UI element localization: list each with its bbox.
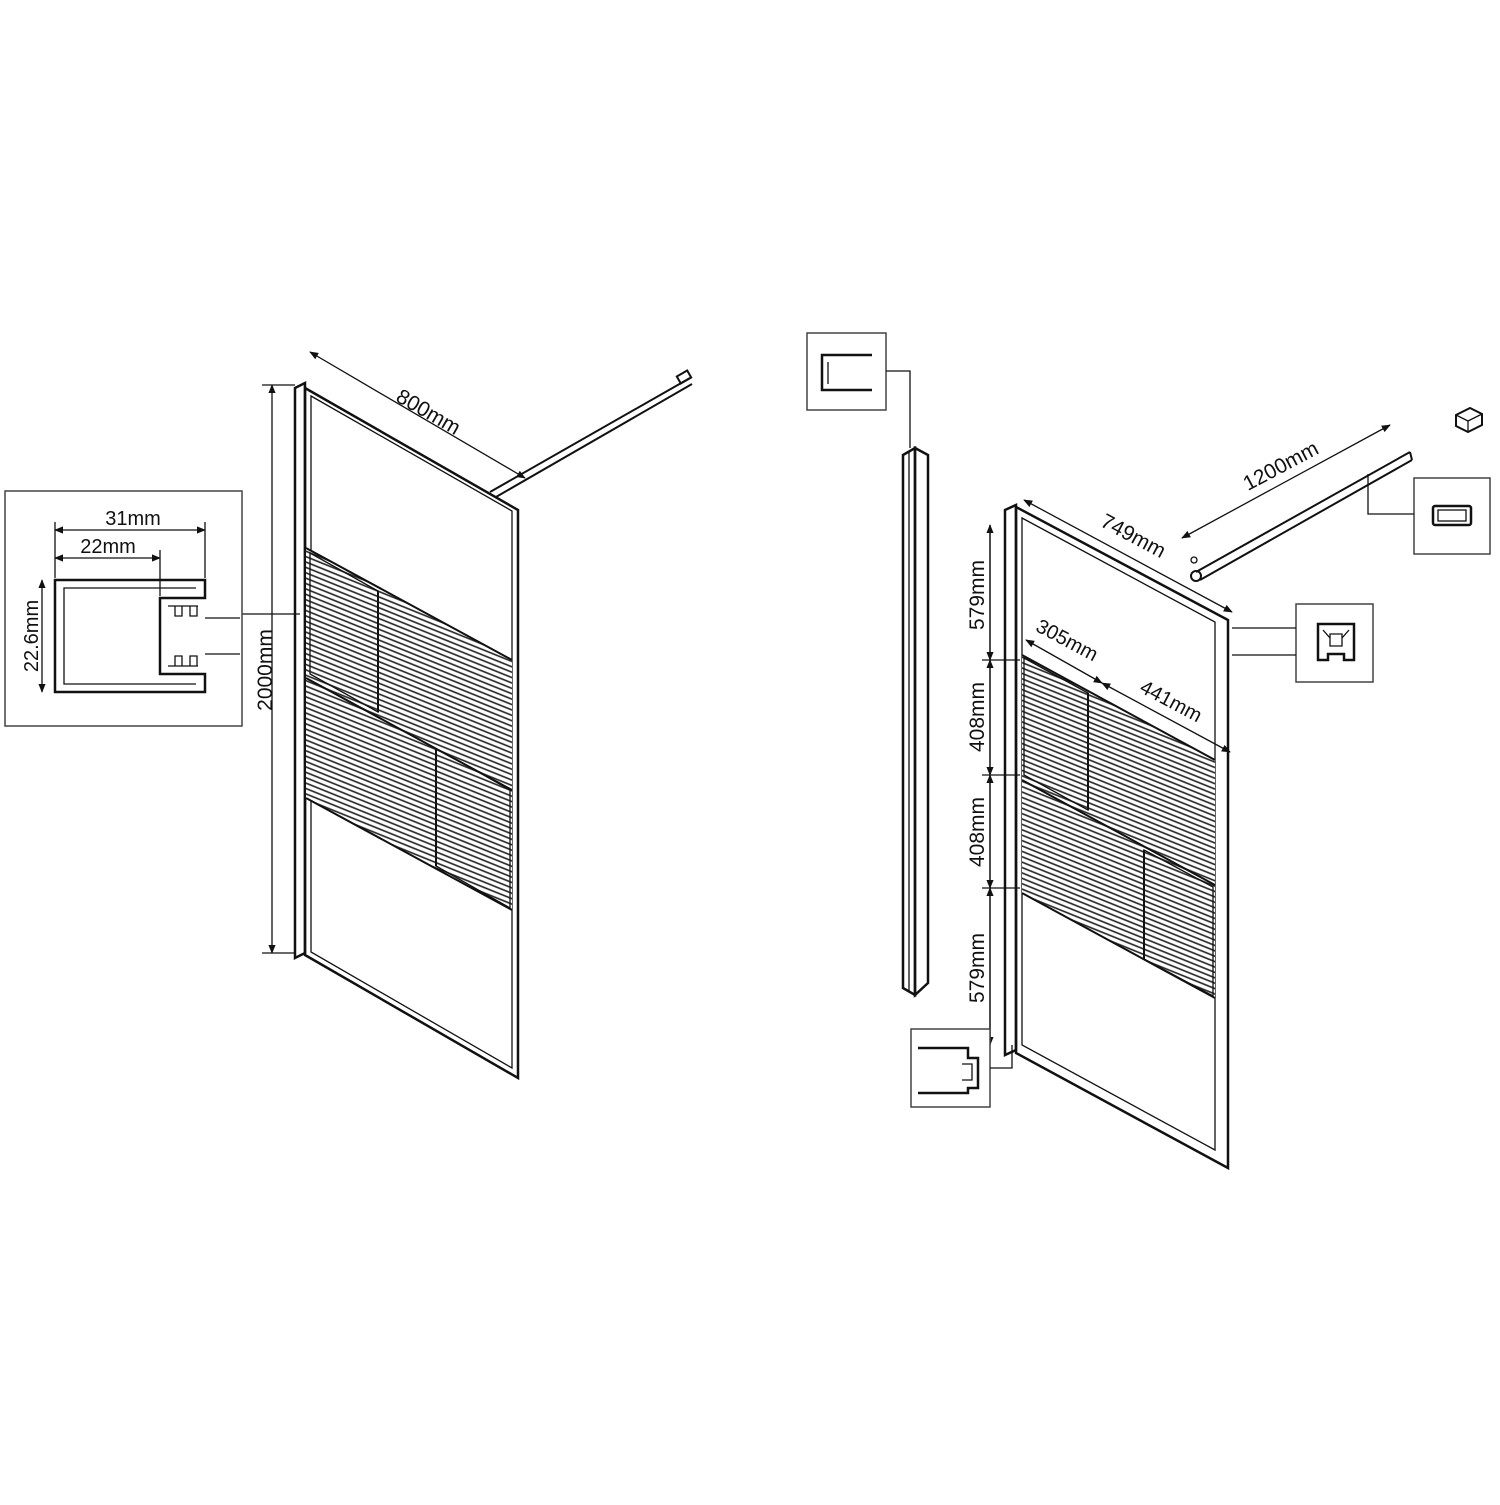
profile-detail: 31mm 22mm 22.6mm [4,490,243,727]
frame-profile-box [1295,603,1374,683]
width-dimension-line [309,351,526,479]
left-height-label: 2000mm [254,629,277,711]
segment-label-3: 408mm [966,797,989,867]
right-support-bar [1195,451,1411,573]
bar-section-box [1413,477,1491,555]
bottom-profile-section [918,1046,980,1095]
c-channel-side [913,445,930,998]
left-width-label: 800mm [392,385,464,440]
c-channel-part [806,332,930,998]
c-channel-section [820,353,872,392]
right-width-dimension [1023,499,1233,613]
segment-label-4: 579mm [966,933,989,1003]
c-channel-detail-box [806,332,887,411]
segment-label-2: 408mm [966,682,989,752]
segment-label-1: 579mm [966,560,989,630]
lower-left-label: 305mm [1032,615,1101,666]
profile-outer-width-label: 31mm [105,508,161,530]
right-shower-panel: 579mm 408mm 408mm 579mm 749mm 305mm 441m… [910,406,1491,1171]
left-wall-profile [293,380,307,961]
profile-inner-width-label: 22mm [80,536,136,558]
bar-length-label: 1200mm [1239,437,1322,496]
bar-section [1431,504,1473,527]
end-cap-part [1455,406,1483,434]
left-shower-panel: 800mm 2000mm [212,351,693,1081]
right-wall-profile [1003,503,1018,1057]
profile-depth-label: 22.6mm [21,600,43,672]
frame-profile-section [1316,622,1356,662]
profile-section [53,578,207,694]
